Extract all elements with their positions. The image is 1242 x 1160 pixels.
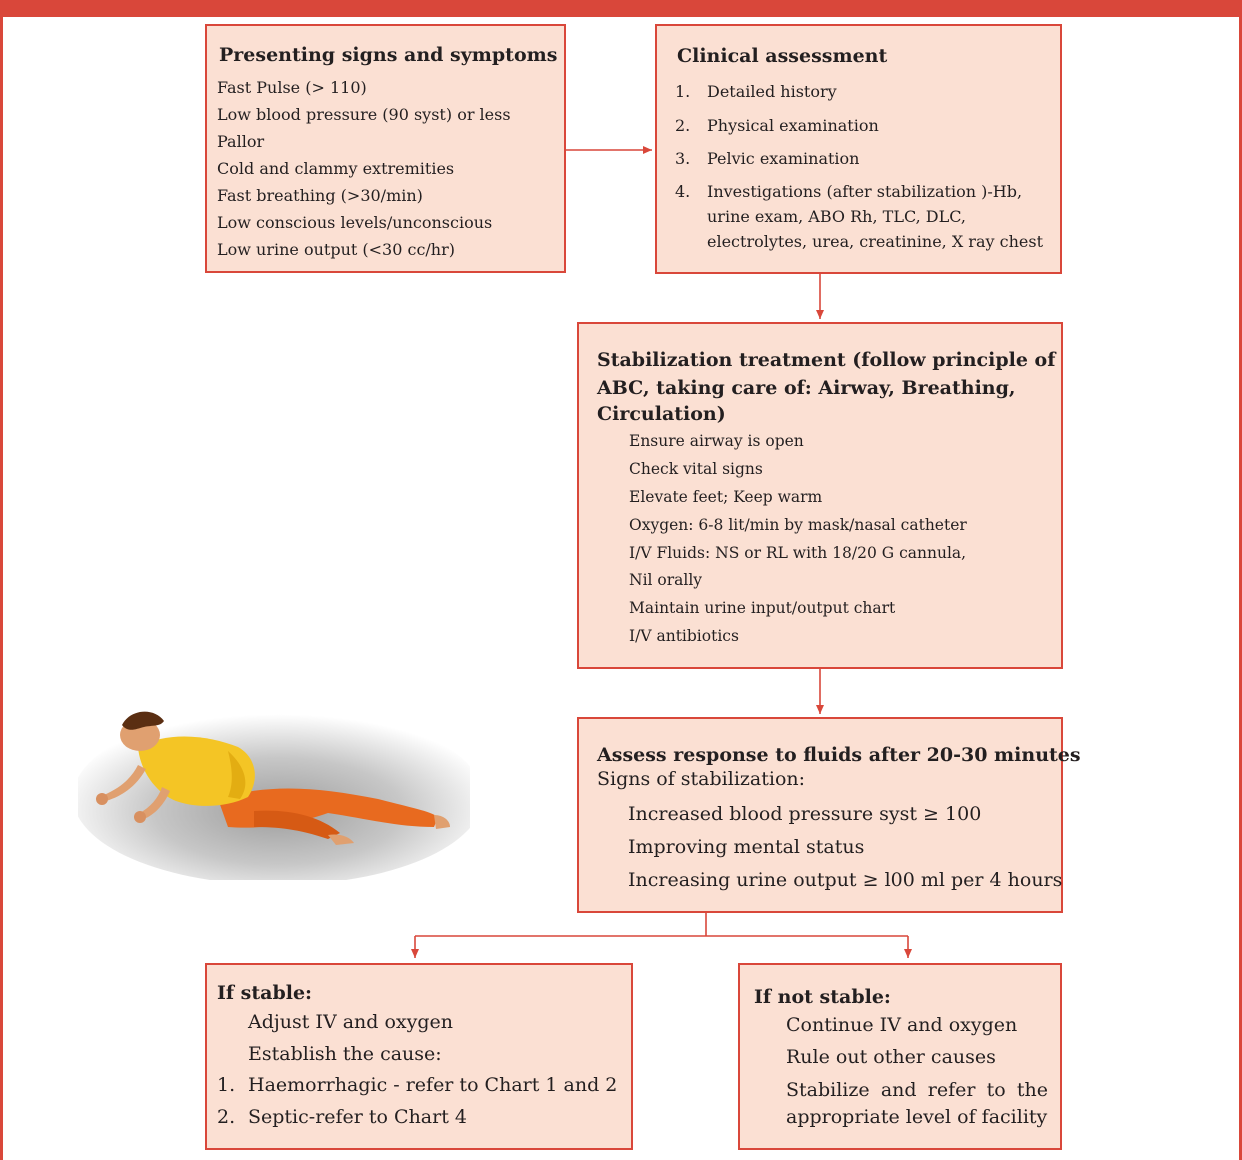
clinical-assessment-box: Clinical assessment 1. Detailed history … bbox=[655, 24, 1062, 274]
if-stable-box: If stable: Adjust IV and oxygen Establis… bbox=[205, 963, 633, 1150]
stabilization-treatment-box: Stabilization treatment (follow principl… bbox=[577, 322, 1063, 669]
clinical-item-number: 3. bbox=[675, 149, 691, 168]
presenting-item: Low blood pressure (90 syst) or less bbox=[217, 105, 511, 124]
stabilization-item: I/V antibiotics bbox=[629, 627, 739, 645]
assess-item: Improving mental status bbox=[628, 836, 865, 858]
presenting-item: Cold and clammy extremities bbox=[217, 159, 455, 178]
clinical-item: Detailed history bbox=[707, 82, 837, 101]
if-not-stable-item: appropriate level of facility bbox=[786, 1106, 1048, 1128]
stabilization-item: Ensure airway is open bbox=[629, 432, 804, 450]
clinical-item: Pelvic examination bbox=[707, 149, 860, 168]
if-stable-item: Establish the cause: bbox=[248, 1043, 442, 1065]
stabilization-item: Check vital signs bbox=[629, 460, 763, 478]
cause-number: 1. bbox=[217, 1074, 236, 1096]
top-banner-bar bbox=[0, 0, 1242, 17]
stabilization-title: ABC, taking care of: Airway, Breathing, bbox=[597, 377, 1016, 399]
if-not-stable-box: If not stable: Continue IV and oxygen Ru… bbox=[738, 963, 1062, 1150]
if-not-stable-title: If not stable: bbox=[754, 986, 891, 1008]
stabilization-item: Elevate feet; Keep warm bbox=[629, 488, 823, 506]
cause-item: Septic-refer to Chart 4 bbox=[248, 1106, 467, 1128]
cause-number: 2. bbox=[217, 1106, 236, 1128]
presenting-item: Fast Pulse (> 110) bbox=[217, 78, 367, 97]
presenting-signs-box: Presenting signs and symptoms Fast Pulse… bbox=[205, 24, 566, 273]
stabilization-item: I/V Fluids: NS or RL with 18/20 G cannul… bbox=[629, 544, 967, 562]
stabilization-title: Circulation) bbox=[597, 403, 726, 425]
right-border-rule bbox=[1239, 17, 1242, 1160]
stabilization-item: Nil orally bbox=[629, 571, 703, 589]
clinical-item: Investigations (after stabilization )-Hb… bbox=[707, 182, 1023, 201]
presenting-item: Fast breathing (>30/min) bbox=[217, 186, 423, 205]
if-stable-item: Adjust IV and oxygen bbox=[248, 1011, 454, 1033]
presenting-item: Low conscious levels/unconscious bbox=[217, 213, 493, 232]
stabilization-item: Maintain urine input/output chart bbox=[629, 599, 896, 617]
assess-title: Assess response to fluids after 20-30 mi… bbox=[597, 744, 1081, 766]
left-border-rule bbox=[0, 17, 3, 1160]
clinical-item-number: 1. bbox=[675, 82, 691, 101]
clinical-item-number: 2. bbox=[675, 116, 691, 135]
clinical-item-number: 4. bbox=[675, 182, 691, 201]
if-not-stable-item: Rule out other causes bbox=[786, 1046, 996, 1068]
assess-item: Increasing urine output ≥ l00 ml per 4 h… bbox=[628, 869, 1063, 891]
stabilization-title: Stabilization treatment (follow principl… bbox=[597, 349, 1056, 371]
stabilization-item: Oxygen: 6-8 lit/min by mask/nasal cathet… bbox=[629, 516, 967, 534]
presenting-item: Pallor bbox=[217, 132, 265, 151]
clinical-item: Physical examination bbox=[707, 116, 879, 135]
clinical-item-continued: electrolytes, urea, creatinine, X ray ch… bbox=[707, 232, 1043, 251]
if-not-stable-item: Stabilize and refer to the bbox=[786, 1079, 1048, 1101]
presenting-signs-title: Presenting signs and symptoms bbox=[219, 44, 558, 66]
if-stable-title: If stable: bbox=[217, 982, 313, 1004]
presenting-item: Low urine output (<30 cc/hr) bbox=[217, 240, 455, 259]
assess-response-box: Assess response to fluids after 20-30 mi… bbox=[577, 717, 1081, 913]
assess-subtitle: Signs of stabilization: bbox=[597, 768, 806, 790]
clinical-assessment-title: Clinical assessment bbox=[677, 45, 888, 67]
collapsed-woman-illustration bbox=[78, 687, 470, 880]
if-not-stable-item: Continue IV and oxygen bbox=[786, 1014, 1018, 1036]
clinical-item-continued: urine exam, ABO Rh, TLC, DLC, bbox=[707, 207, 966, 226]
cause-item: Haemorrhagic - refer to Chart 1 and 2 bbox=[248, 1074, 618, 1096]
assess-item: Increased blood pressure syst ≥ 100 bbox=[628, 803, 982, 825]
